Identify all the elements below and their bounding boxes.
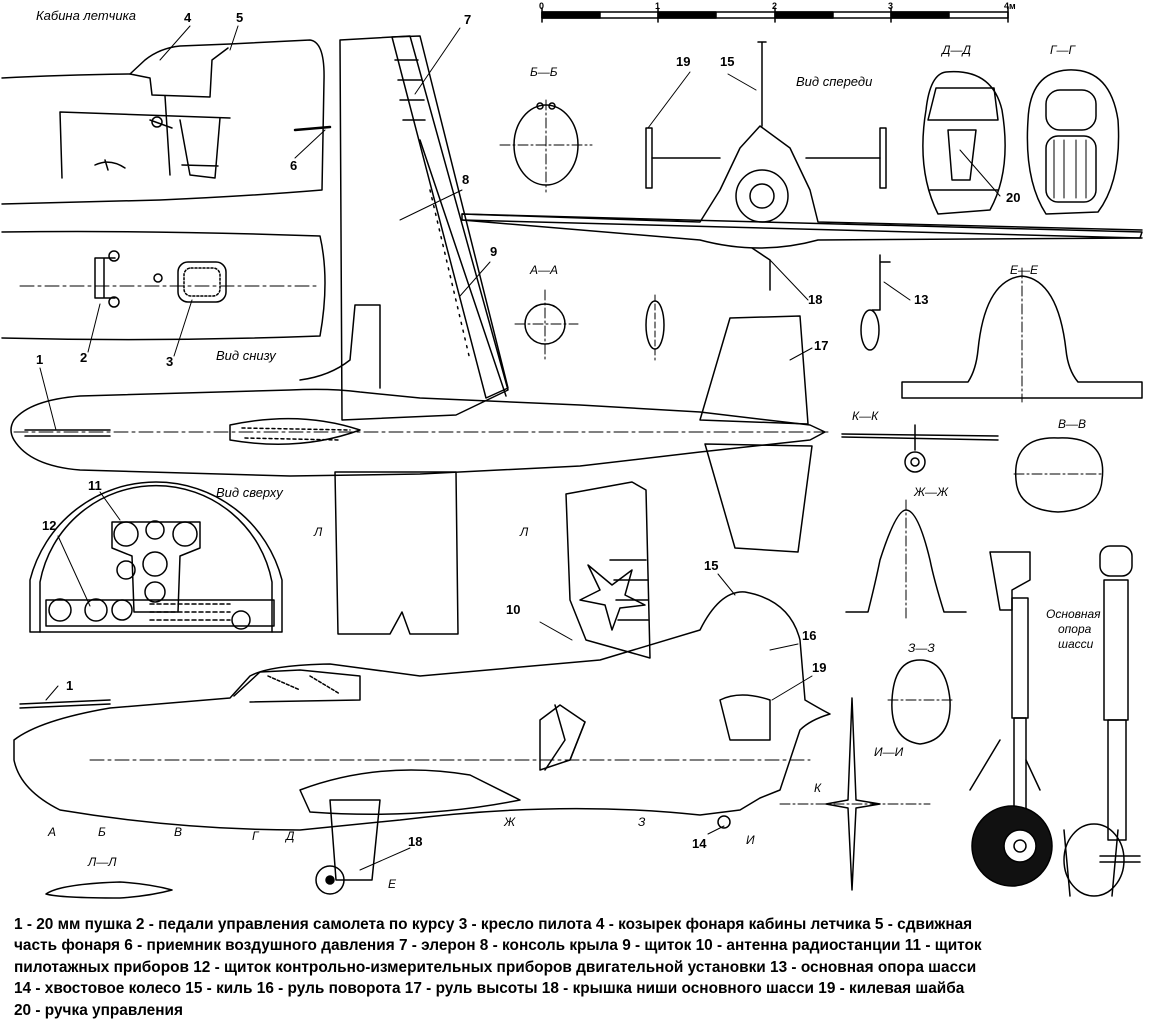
callout-8: 8 [462,172,469,187]
main-gear-label-1: Основная [1046,607,1101,621]
legend-line-3: пилотажных приборов 12 - щиток контрольн… [14,958,977,976]
scale-tick-2: 2 [772,1,777,11]
cut-letter-l1: Л [313,525,323,539]
wing-console [339,35,509,421]
scale-tick-4: 4м [1004,1,1016,11]
legend-line-1: 1 - 20 мм пушка 2 - педали управления са… [14,916,973,933]
legend-line-2: часть фонаря 6 - приемник воздушного дав… [14,937,982,955]
callout-6: 6 [290,158,297,173]
side-view-aircraft [13,591,831,895]
callout-9: 9 [490,244,497,259]
callout-5: 5 [236,10,243,25]
scale-tick-3: 3 [888,1,893,11]
bottom-view-label: Вид снизу [216,348,277,363]
main-landing-gear-front [1063,545,1141,897]
bottom-view-fuselage [1,230,326,341]
top-view-label: Вид сверху [216,485,284,500]
section-label-ee: Е—Е [1010,263,1039,277]
section-label-gg: Г—Г [1050,43,1077,57]
callout-11: 11 [88,478,102,493]
section-kk [841,424,999,473]
main-gear-label-2: опора [1058,622,1092,636]
section-bb [499,99,593,193]
cut-letter-g: Г [252,829,260,843]
section-zz [887,659,955,745]
callout-7: 7 [464,12,471,27]
front-view-aircraft [461,41,1143,351]
cut-letter-k: К [814,781,822,795]
aircraft-drawing: 0 1 2 3 4м Кабина летчика Вид снизу Вид … [1,1,1143,899]
callout-17: 17 [814,338,828,353]
section-label-zz: З—З [908,641,935,655]
section-label-ii: И—И [874,745,904,759]
callout-14: 14 [692,836,707,851]
scale-bar [541,7,1009,23]
top-view-fuselage [10,304,831,659]
callout-12: 12 [42,518,56,533]
section-zhzh [845,499,967,621]
callout-16: 16 [802,628,816,643]
section-label-ll: Л—Л [87,855,117,869]
main-gear-label-3: шасси [1058,637,1094,651]
cut-letter-b: Б [98,825,106,839]
cut-letter-i: И [746,833,755,847]
section-ee [901,267,1143,403]
callout-18-side: 18 [408,834,422,849]
scale-tick-1: 1 [655,1,660,11]
callout-10: 10 [506,602,520,617]
callout-19-front: 19 [676,54,690,69]
cockpit-side-view [1,39,332,205]
callout-15-front: 15 [720,54,734,69]
cut-letter-zh: Ж [503,815,516,829]
callout-3: 3 [166,354,173,369]
section-ll [45,881,173,899]
legend-line-4: 14 - хвостовое колесо 15 - киль 16 - рул… [14,980,965,998]
section-label-bb: Б—Б [530,65,558,79]
callout-13: 13 [914,292,928,307]
callout-18-front: 18 [808,292,822,307]
front-view-label: Вид спереди [796,74,872,89]
section-label-zhzh: Ж—Ж [913,485,949,499]
legend: 1 - 20 мм пушка 2 - педали управления са… [14,914,1162,1021]
callout-20: 20 [1006,190,1020,205]
callout-1-side: 1 [66,678,73,693]
section-label-dd: Д—Д [940,43,971,57]
callout-leaders [39,25,1001,871]
section-vv [1013,437,1105,513]
cut-letter-z: З [638,815,646,829]
instrument-panel [29,481,283,633]
cut-letter-e: Е [388,877,397,891]
callout-1-top: 1 [36,352,43,367]
scale-tick-0: 0 [539,1,544,11]
main-landing-gear-side [969,551,1053,887]
section-aa [514,289,665,361]
callout-19-side: 19 [812,660,826,675]
cut-letter-a: А [47,825,56,839]
section-gg [1026,69,1120,215]
callout-4: 4 [184,10,192,25]
cut-letter-d: Д [284,829,295,843]
callout-2: 2 [80,350,87,365]
section-label-vv: В—В [1058,417,1086,431]
callout-15-side: 15 [704,558,718,573]
section-label-aa: А—А [529,263,558,277]
cut-letter-l2: Л [519,525,529,539]
section-dd [922,70,1006,215]
section-label-kk: К—К [852,409,879,423]
section-ii [779,697,931,891]
legend-line-5: 20 - ручка управления [14,1001,183,1019]
cut-letter-v: В [174,825,182,839]
cockpit-view-label: Кабина летчика [36,8,136,23]
